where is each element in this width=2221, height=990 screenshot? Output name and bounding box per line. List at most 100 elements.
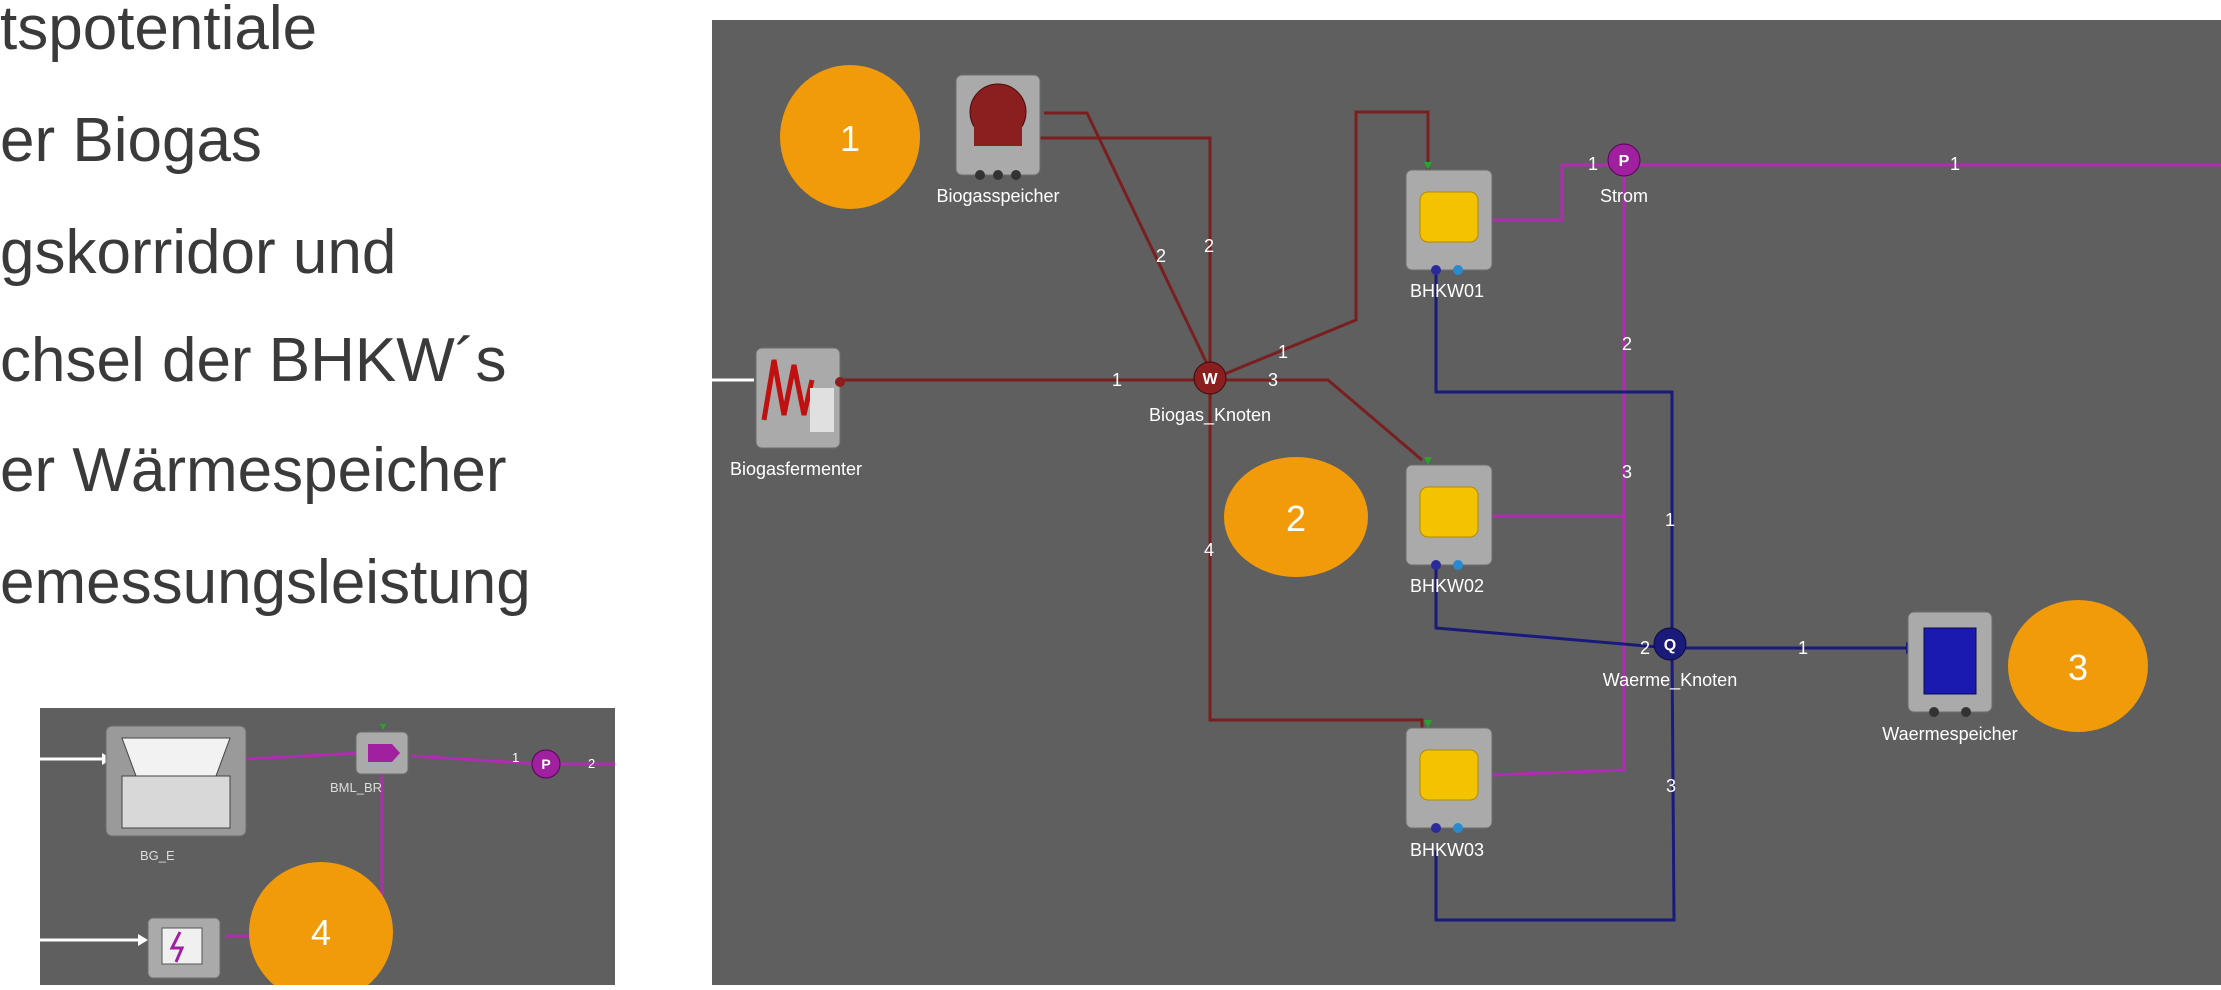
badge-3-label: 3 (2068, 647, 2088, 688)
badge-2: 2 (1224, 457, 1368, 577)
biogasfermenter-stack-icon (810, 388, 834, 432)
bhkw01-node[interactable]: BHKW01 (1405, 162, 1493, 301)
inset-power-source-node[interactable] (147, 917, 221, 979)
edge-label-fermenter-in: 1 (1112, 370, 1122, 390)
inset-bolt-icon (169, 931, 185, 963)
edge-label-strom-in3: 3 (1622, 462, 1632, 482)
waerme-knoten-glyph: Q (1664, 637, 1676, 654)
badge-4: 4 (249, 862, 393, 990)
bml-br-node[interactable]: BML_BR (330, 724, 409, 795)
badge-4-circle (249, 862, 393, 990)
power-line-bhkw01 (1492, 163, 1624, 222)
inset-diagram-svg: BG_E BML_BR P 1 2 4 (40, 724, 615, 990)
edge-label-strom-in2: 2 (1622, 334, 1632, 354)
gas-line-from-speicher (1044, 111, 1212, 371)
bhkw03-port-icon (1424, 720, 1432, 728)
bml-br-shape-icon (368, 744, 400, 762)
bhkw01-port-icon (1431, 265, 1441, 275)
biogas-knoten-label: Biogas_Knoten (1149, 405, 1271, 426)
bhkw02-node[interactable]: BHKW02 (1405, 457, 1493, 596)
bhkw02-engine-icon (1419, 486, 1479, 538)
power-line-trunk (1491, 165, 1626, 777)
badge-2-label: 2 (1286, 498, 1306, 539)
gas-line-bhkw02 (1210, 378, 1423, 462)
biogasfermenter-flame-icon (761, 359, 815, 421)
waermespeicher-port-icon (1961, 707, 1971, 717)
biogas-knoten-circle (1193, 361, 1227, 395)
edge-label-speicher-in: 2 (1156, 246, 1166, 266)
waermespeicher-tank-icon (1923, 627, 1977, 695)
biogasspeicher-port-icon (993, 170, 1003, 180)
bhkw03-port-icon (1431, 823, 1441, 833)
bhkw02-label: BHKW02 (1410, 576, 1484, 596)
bullet-2: er Biogas (0, 106, 262, 175)
biogasspeicher-base-icon (974, 126, 1022, 146)
badge-3: 3 (2008, 600, 2148, 732)
main-diagram-svg: Biogasspeicher Biogasfermenter W Biogas_… (712, 65, 2221, 922)
bml-br-label: BML_BR (330, 780, 382, 795)
bg-e-lid-icon (121, 737, 231, 777)
badge-1-circle (780, 65, 920, 209)
heat-line-bhkw02 (1434, 560, 1671, 650)
biogasspeicher-label: Biogasspeicher (936, 186, 1059, 206)
biogasspeicher-port-icon (975, 170, 985, 180)
edge-label-waerme-out: 1 (1798, 638, 1808, 658)
biogasfermenter-port-icon (835, 377, 845, 387)
biogasfermenter-node[interactable]: Biogasfermenter (730, 347, 862, 479)
waermespeicher-node[interactable]: Waermespeicher (1882, 611, 2018, 744)
edge-label-speicher-out: 2 (1204, 236, 1214, 256)
waerme-knoten-node[interactable]: Q Waerme_Knoten (1603, 627, 1737, 691)
edge-label-waerme-in1: 1 (1665, 510, 1675, 530)
waerme-knoten-circle (1653, 627, 1687, 661)
heat-line-bhkw03 (1434, 647, 1676, 922)
edge-label-waerme-in3: 3 (1666, 776, 1676, 796)
biogasspeicher-port-icon (1011, 170, 1021, 180)
badge-4-label: 4 (311, 912, 331, 953)
bhkw03-node[interactable]: BHKW03 (1405, 720, 1493, 860)
badge-1: 1 (780, 65, 920, 209)
inset-p-glyph: P (541, 756, 550, 772)
bhkw02-port-icon (1431, 560, 1441, 570)
biogas-knoten-glyph: W (1202, 371, 1218, 388)
gas-line-to-speicher (1040, 136, 1212, 370)
inset-lightning-icon (161, 927, 203, 965)
bhkw03-port-icon (1453, 823, 1463, 833)
strom-node[interactable]: P Strom (1600, 143, 1648, 206)
bullet-3: gskorridor und (0, 218, 397, 287)
waermespeicher-label: Waermespeicher (1882, 724, 2017, 744)
bullet-5: er Wärmespeicher (0, 436, 507, 505)
bhkw02-port-icon (1453, 560, 1463, 570)
inset-p-circle (531, 749, 561, 779)
strom-circle (1607, 143, 1641, 177)
bhkw02-port-icon (1424, 457, 1432, 465)
edge-label-strom-out: 1 (1950, 154, 1960, 174)
edge-label-strom-in1: 1 (1588, 154, 1598, 174)
bhkw03-label: BHKW03 (1410, 840, 1484, 860)
edge-label-to-bhkw01: 1 (1278, 342, 1288, 362)
gas-line-bhkw03 (1208, 380, 1424, 732)
biogasspeicher-node[interactable]: Biogasspeicher (936, 74, 1060, 206)
bg-e-label: BG_E (140, 848, 175, 863)
inset-arrow-2 (138, 934, 148, 946)
strom-label: Strom (1600, 186, 1648, 206)
waerme-knoten-label: Waerme_Knoten (1603, 670, 1737, 691)
waermespeicher-port-icon (1929, 707, 1939, 717)
gas-line-bhkw01 (1209, 110, 1430, 382)
bhkw01-engine-icon (1419, 191, 1479, 243)
bhkw01-port-icon (1424, 162, 1432, 170)
inset-p-in-label: 1 (512, 750, 519, 765)
bullet-6: emessungsleistung (0, 548, 531, 617)
strom-glyph: P (1619, 153, 1630, 170)
heat-line-bhkw01 (1434, 265, 1674, 642)
bullet-4: chsel der BHKW´s (0, 326, 507, 395)
biogasfermenter-label: Biogasfermenter (730, 459, 862, 479)
bg-e-node[interactable]: BG_E (105, 725, 247, 863)
badge-2-circle (1224, 457, 1368, 577)
edge-label-waerme-in2: 2 (1640, 638, 1650, 658)
edge-label-to-bhkw03: 4 (1204, 540, 1214, 560)
inset-p-node[interactable]: P 1 2 (512, 749, 595, 779)
inset-p-out-label: 2 (588, 756, 595, 771)
bhkw01-label: BHKW01 (1410, 281, 1484, 301)
biogas-knoten-node[interactable]: W Biogas_Knoten (1149, 361, 1271, 426)
badge-1-label: 1 (840, 118, 860, 159)
